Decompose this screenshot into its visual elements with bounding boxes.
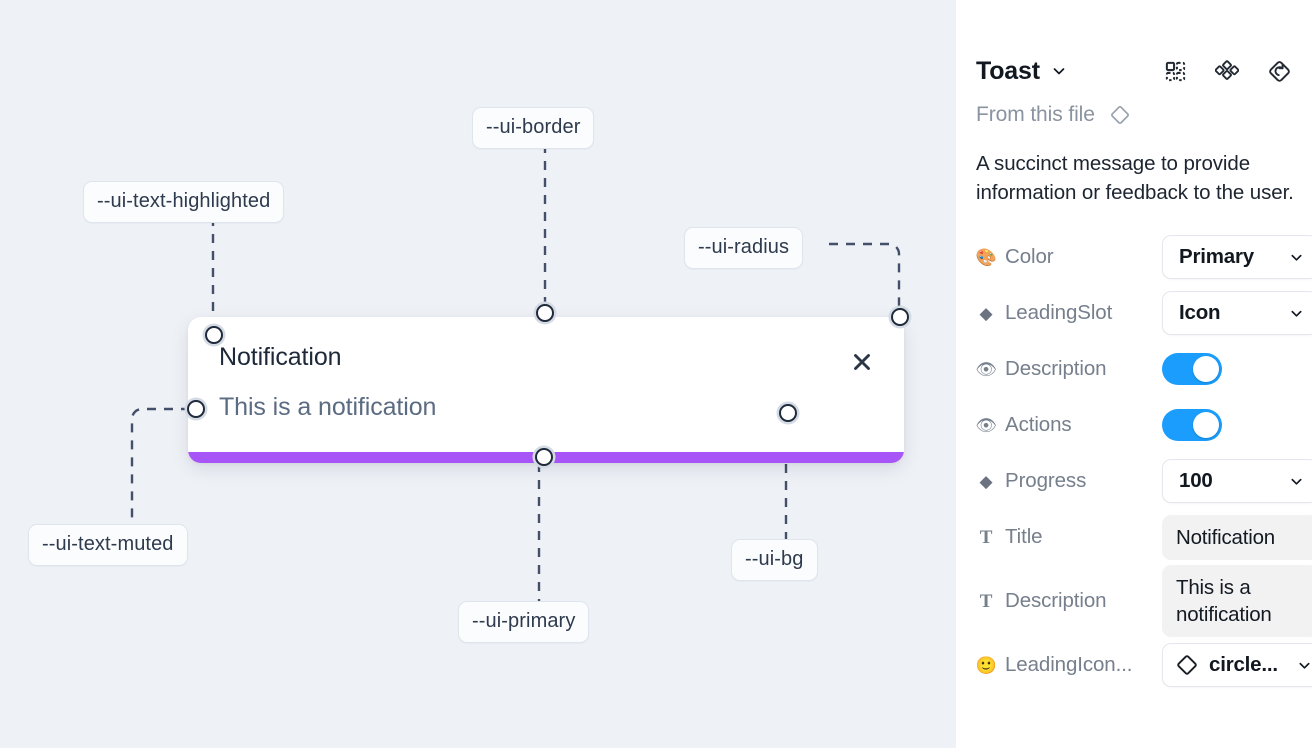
- eye-emoji-icon: 👁: [976, 415, 997, 435]
- description-input[interactable]: This is a notification: [1162, 565, 1312, 638]
- smiley-emoji-icon: 🙂: [976, 655, 997, 675]
- token-node-ui-text-muted[interactable]: [187, 400, 205, 418]
- property-list: 🎨 Color Primary: [976, 229, 1312, 693]
- eye-emoji-icon: 👁: [976, 359, 997, 379]
- token-pill-ui-text-highlighted[interactable]: --ui-text-highlighted: [83, 181, 285, 223]
- property-label-text: Progress: [1005, 469, 1087, 493]
- progress-select[interactable]: 100: [1162, 459, 1312, 504]
- palette-emoji-icon: 🎨: [976, 247, 997, 267]
- leading-slot-select[interactable]: Icon: [1162, 291, 1312, 336]
- token-node-ui-text-highlighted[interactable]: [205, 326, 223, 344]
- property-label-actions: 👁 Actions: [976, 413, 1162, 437]
- property-row-actions: 👁 Actions: [976, 397, 1298, 453]
- token-node-ui-primary[interactable]: [535, 448, 553, 466]
- diamond-component-icon: [1108, 103, 1132, 127]
- property-label-text: Title: [1005, 525, 1043, 549]
- toast-description: This is a notification: [219, 393, 437, 421]
- toggle-knob: [1193, 412, 1219, 439]
- header-icon-group: [1162, 58, 1298, 84]
- chevron-down-icon: [1289, 306, 1304, 321]
- property-label-color: 🎨 Color: [976, 245, 1162, 269]
- color-select[interactable]: Primary: [1162, 235, 1312, 280]
- progress-select-value: 100: [1179, 469, 1213, 493]
- token-pill-ui-radius[interactable]: --ui-radius: [684, 227, 804, 269]
- property-label-text: LeadingIcon...: [1005, 653, 1133, 677]
- actions-toggle[interactable]: [1162, 409, 1222, 442]
- property-row-progress: ◆ Progress 100: [976, 453, 1312, 509]
- property-label-description-text: T Description: [976, 589, 1162, 613]
- reset-instance-icon[interactable]: [1266, 58, 1292, 84]
- chevron-down-icon: [1297, 658, 1312, 673]
- property-label-leading-slot: ◆ LeadingSlot: [976, 301, 1162, 325]
- page-title: Toast: [976, 56, 1040, 85]
- token-pill-ui-bg[interactable]: --ui-bg: [731, 539, 818, 581]
- close-icon[interactable]: [848, 348, 876, 376]
- chevron-down-icon[interactable]: [1051, 63, 1067, 79]
- color-select-value: Primary: [1179, 245, 1254, 269]
- property-row-leading-slot: ◆ LeadingSlot Icon: [976, 285, 1312, 341]
- token-pill-ui-text-muted[interactable]: --ui-text-muted: [28, 524, 188, 566]
- panel-header: Toast: [976, 44, 1298, 98]
- property-label-text: Actions: [1005, 413, 1072, 437]
- leading-icon-select[interactable]: circle...: [1162, 643, 1312, 688]
- property-label-text: LeadingSlot: [1005, 301, 1113, 325]
- token-pill-ui-border[interactable]: --ui-border: [472, 107, 595, 149]
- design-canvas[interactable]: Notification This is a notification --ui…: [0, 0, 956, 748]
- toast-title: Notification: [219, 343, 342, 371]
- title-input[interactable]: Notification: [1162, 514, 1312, 560]
- property-row-description-visible: 👁 Description: [976, 341, 1298, 397]
- token-pill-ui-primary[interactable]: --ui-primary: [458, 601, 590, 643]
- component-description: A succinct message to provide informatio…: [976, 152, 1294, 205]
- component-grid-icon[interactable]: [1162, 58, 1188, 84]
- property-row-description-text: T Description This is a notification: [976, 565, 1312, 638]
- toast-preview-card[interactable]: Notification This is a notification: [188, 317, 904, 463]
- property-row-title: T Title Notification: [976, 509, 1312, 565]
- properties-panel: Toast: [956, 0, 1312, 748]
- property-label-text: Color: [1005, 245, 1054, 269]
- chevron-down-icon: [1289, 474, 1304, 489]
- token-node-ui-radius[interactable]: [891, 308, 909, 326]
- description-toggle[interactable]: [1162, 353, 1222, 386]
- property-label-text: Description: [1005, 589, 1107, 613]
- property-row-leading-icon: 🙂 LeadingIcon... circle...: [976, 637, 1312, 693]
- text-type-icon: T: [979, 590, 993, 612]
- toggle-knob: [1193, 356, 1219, 383]
- property-label-text: Description: [1005, 357, 1107, 381]
- text-type-icon: T: [979, 526, 993, 548]
- token-node-ui-bg[interactable]: [779, 404, 797, 422]
- leading-slot-select-value: Icon: [1179, 301, 1221, 325]
- from-this-file-row[interactable]: From this file: [976, 103, 1298, 127]
- leading-icon-select-value: circle...: [1209, 653, 1278, 677]
- property-label-title: T Title: [976, 525, 1162, 549]
- token-node-ui-border[interactable]: [536, 304, 554, 322]
- diamond-icon: ◆: [979, 303, 993, 323]
- property-row-color: 🎨 Color Primary: [976, 229, 1312, 285]
- variants-diamond-cluster-icon[interactable]: [1214, 58, 1240, 84]
- property-label-leading-icon: 🙂 LeadingIcon...: [976, 653, 1162, 677]
- property-label-description-visible: 👁 Description: [976, 357, 1162, 381]
- diamond-component-icon: [1174, 652, 1200, 678]
- property-label-progress: ◆ Progress: [976, 469, 1162, 493]
- diamond-icon: ◆: [979, 471, 993, 491]
- chevron-down-icon: [1289, 250, 1304, 265]
- from-this-file-label: From this file: [976, 103, 1095, 126]
